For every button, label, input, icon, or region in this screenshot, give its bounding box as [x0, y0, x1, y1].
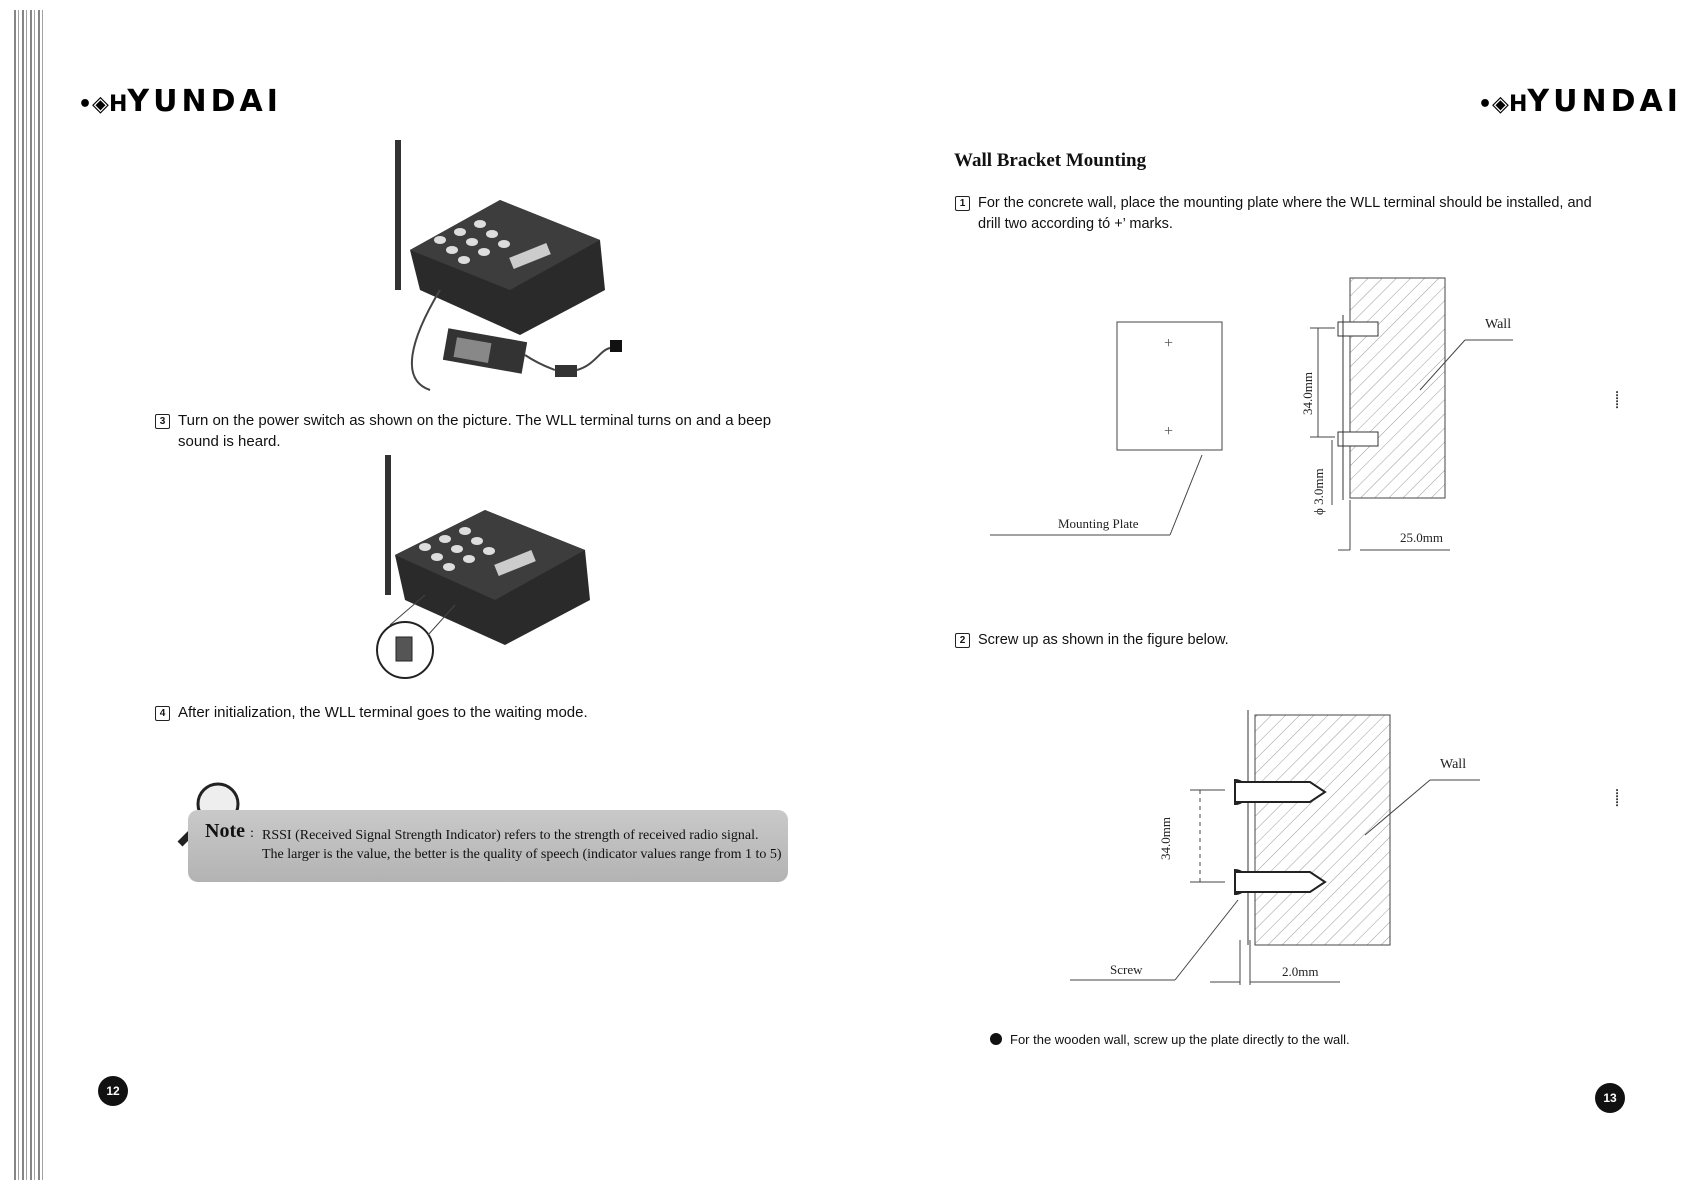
dim-gap: 2.0mm [1282, 964, 1318, 979]
dim-hole: ϕ 3.0mm [1311, 468, 1326, 515]
step-4: 4 After initialization, the WLL terminal … [155, 702, 835, 723]
wooden-wall-note: For the wooden wall, screw up the plate … [990, 1032, 1350, 1047]
margin-mark: ⸽ [1615, 392, 1620, 409]
page-number-right: 13 [1595, 1083, 1625, 1113]
hyundai-logo-right: •◈HYUNDAI [1478, 84, 1682, 119]
wooden-wall-text: For the wooden wall, screw up the plate … [1010, 1032, 1350, 1047]
logo-mark: •◈H [1478, 92, 1528, 117]
phone-power-switch-illustration [376, 455, 590, 679]
step-2-text: Screw up as shown in the figure below. [978, 632, 1229, 648]
step-3-number: 3 [155, 414, 170, 429]
note-box [188, 810, 788, 882]
wall-label-1: Wall [1485, 317, 1511, 332]
step-1: 1 For the concrete wall, place the mounti… [955, 193, 1635, 235]
logo-text: YUNDAI [1527, 84, 1682, 119]
step-1-line1: For the concrete wall, place the mountin… [978, 195, 1592, 211]
step-2-number: 2 [955, 633, 970, 648]
wall-drilling-diagram: + + Mounting Plate Wall 34.0mm ϕ 3.0mm 2… [990, 277, 1513, 551]
step-2: 2 Screw up as shown in the figure below. [955, 630, 1635, 651]
note-line2: The larger is the value, the better is t… [262, 847, 782, 862]
step-1-line2: drill two according tó +’ marks. [978, 216, 1173, 232]
dim-depth: 25.0mm [1400, 530, 1443, 545]
note-separator: : [249, 826, 254, 841]
step-4-number: 4 [155, 706, 170, 721]
step-3-line2: sound is heard. [178, 433, 281, 450]
note-text: RSSI (Received Signal Strength Indicator… [262, 826, 782, 864]
note-line1: RSSI (Received Signal Strength Indicator… [262, 828, 759, 843]
plate-label: Mounting Plate [1058, 516, 1139, 531]
step-4-text: After initialization, the WLL terminal g… [178, 704, 588, 721]
logo-mark: •◈H [78, 92, 128, 117]
margin-mark: ⸽ [1615, 790, 1620, 807]
phone-with-adapter-illustration [395, 140, 622, 391]
dim-spacing-2: 34.0mm [1158, 817, 1173, 860]
binding-edge [14, 10, 44, 1180]
hyundai-logo-left: •◈HYUNDAI [78, 84, 282, 119]
svg-text:+: + [1164, 335, 1173, 352]
step-1-number: 1 [955, 196, 970, 211]
note-label-text: Note [205, 820, 245, 842]
svg-text:+: + [1164, 423, 1173, 440]
step-3-line1: Turn on the power switch as shown on the… [178, 412, 772, 429]
section-title: Wall Bracket Mounting [954, 150, 1147, 171]
logo-text: YUNDAI [127, 84, 282, 119]
dim-spacing-1: 34.0mm [1300, 372, 1315, 415]
screw-label: Screw [1110, 962, 1143, 977]
page-number-left: 12 [98, 1076, 128, 1106]
note-label: Note : [205, 820, 254, 843]
step-3: 3 Turn on the power switch as shown on th… [155, 410, 835, 452]
bullet-dot [990, 1033, 1002, 1045]
wall-label-2: Wall [1440, 757, 1466, 772]
screw-mounting-diagram: Wall 34.0mm Screw 2.0mm [1070, 710, 1480, 985]
